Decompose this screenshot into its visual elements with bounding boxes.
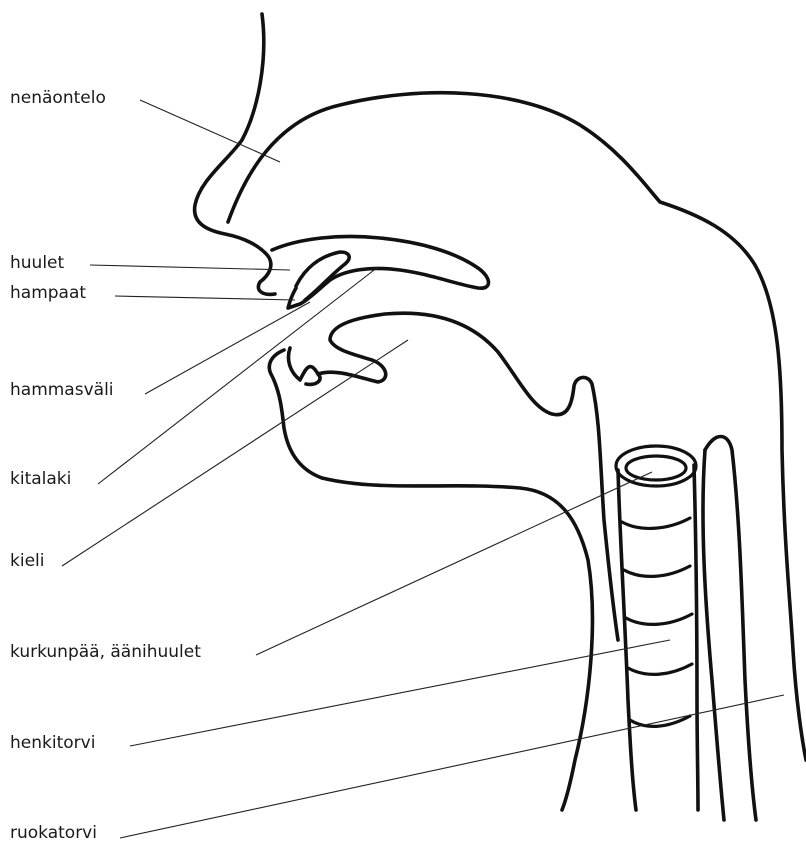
label-huulet: huulet (10, 253, 65, 273)
trachea-left-wall (618, 470, 636, 810)
label-kitalaki: kitalaki (10, 469, 71, 489)
label-nenaontelo: nenäontelo (10, 88, 106, 108)
leader-kieli (62, 340, 408, 566)
labels: nenäontelo huulet hampaat hammasväli kit… (10, 88, 201, 843)
leader-hammasvali (145, 302, 310, 394)
label-henkitorvi: henkitorvi (10, 733, 95, 753)
lower-teeth-outline (288, 348, 320, 384)
trachea-ring (624, 566, 690, 576)
trachea-ring (626, 614, 692, 624)
jaw-outline (269, 350, 592, 810)
label-ruokatorvi: ruokatorvi (10, 823, 97, 843)
trachea-right-wall (694, 465, 698, 810)
nasal-cavity-outline (228, 93, 806, 760)
leader-ruokatorvi (120, 695, 784, 838)
esophagus-back-wall (705, 437, 756, 821)
label-hampaat: hampaat (10, 283, 86, 303)
leader-huulet (90, 265, 290, 270)
label-kurkunpaa: kurkunpää, äänihuulet (10, 642, 201, 662)
tongue-outline (318, 313, 618, 640)
trachea-ring (628, 664, 692, 674)
trachea-opening-inner (626, 456, 686, 480)
leader-lines (62, 100, 784, 838)
esophagus-front-wall (703, 450, 724, 820)
label-kieli: kieli (10, 551, 44, 571)
leader-hampaat (115, 296, 295, 300)
anatomy-outline (195, 14, 806, 820)
label-hammasvali: hammasväli (10, 380, 114, 400)
trachea-ring (622, 518, 690, 528)
leader-nenaontelo (140, 100, 280, 162)
